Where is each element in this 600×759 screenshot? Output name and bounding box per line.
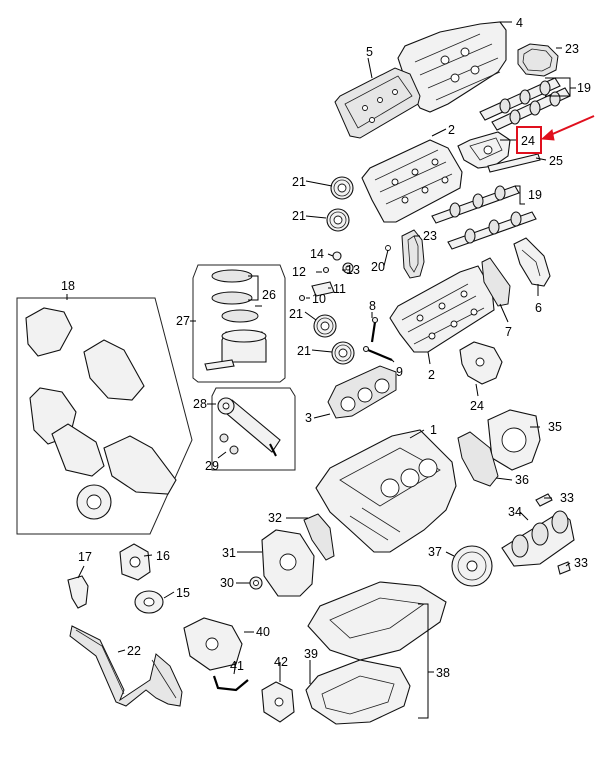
head-gasket-left (327, 365, 397, 419)
callout-15: 15 (176, 586, 190, 600)
callout-21: 21 (292, 175, 306, 189)
valve-cover-gasket-left (334, 67, 421, 139)
callout-41: 41 (230, 659, 244, 673)
leader-lines (66, 21, 576, 719)
oil-pan (305, 581, 447, 725)
callout-18: 18 (61, 279, 75, 293)
callout-34: 34 (508, 505, 522, 519)
callout-17: 17 (78, 550, 92, 564)
callout-11: 11 (333, 282, 346, 296)
callout-37: 37 (428, 545, 442, 559)
oil-filter-housing (261, 681, 295, 723)
callout-9: 9 (396, 365, 403, 379)
callout-22: 22 (127, 644, 141, 658)
head-bolts (362, 316, 393, 362)
camshaft-sprocket-lower (313, 314, 355, 365)
callout-4: 4 (516, 16, 523, 30)
valve-cover-right (397, 21, 507, 113)
callout-21: 21 (297, 344, 311, 358)
callout-16: 16 (156, 549, 170, 563)
connecting-rod-box (211, 387, 296, 471)
crankshaft (501, 493, 575, 575)
callout-40: 40 (256, 625, 270, 639)
callout-28: 28 (193, 397, 207, 411)
chain-tensioner-right (513, 237, 551, 287)
callout-42: 42 (274, 655, 288, 669)
callout-38: 38 (436, 666, 450, 680)
callout-27: 27 (176, 314, 190, 328)
callout-29: 29 (205, 459, 219, 473)
callout-32: 32 (268, 511, 282, 525)
timing-cover-box (16, 297, 193, 535)
callout-5: 5 (366, 45, 373, 59)
callout-24-highlighted: 24 (521, 134, 535, 148)
camshaft-upper-pair (479, 77, 571, 131)
callout-7: 7 (505, 325, 512, 339)
piston-kit-box (192, 264, 286, 383)
callout-33: 33 (574, 556, 588, 570)
callout-1: 1 (430, 423, 437, 437)
callout-labels: 1 2 2 3 4 5 6 7 8 9 10 11 12 13 14 15 16… (61, 16, 591, 680)
callout-23: 23 (423, 229, 437, 243)
callout-19: 19 (577, 81, 591, 95)
highlight-arrowhead (540, 129, 555, 141)
callout-36: 36 (515, 473, 529, 487)
camshaft-lower-pair (431, 185, 537, 250)
callout-14: 14 (310, 247, 324, 261)
callout-19: 19 (528, 188, 542, 202)
callout-10: 10 (312, 292, 326, 306)
harmonic-balancer (451, 545, 493, 587)
camshaft-adjuster-lower (459, 341, 503, 385)
callout-33: 33 (560, 491, 574, 505)
serpentine-belt (69, 625, 183, 707)
camshaft-sprocket-upper (326, 176, 354, 232)
callout-26: 26 (262, 288, 276, 302)
camshaft-adjuster (457, 131, 511, 169)
engine-block (315, 429, 457, 553)
valve-cover-gasket-right (517, 43, 559, 77)
callout-2: 2 (428, 368, 435, 382)
timing-chain-guide (487, 153, 541, 173)
head-gasket-right (481, 257, 511, 307)
callout-6: 6 (535, 301, 542, 315)
callout-13: 13 (346, 263, 360, 277)
callout-24: 24 (470, 399, 484, 413)
callout-31: 31 (222, 546, 236, 560)
belt-tensioner-assembly (67, 543, 164, 614)
callout-12: 12 (292, 265, 306, 279)
cylinder-head-right (389, 265, 495, 353)
callout-2: 2 (448, 123, 455, 137)
highlight-box (516, 126, 542, 154)
water-pump (183, 617, 249, 692)
callout-30: 30 (220, 576, 234, 590)
cam-seal-gasket (385, 229, 425, 279)
rear-main-seal-housing (457, 409, 541, 487)
callout-8: 8 (369, 299, 376, 313)
callout-20: 20 (371, 260, 385, 274)
callout-23: 23 (565, 42, 579, 56)
callout-39: 39 (304, 647, 318, 661)
oil-pump (249, 513, 335, 597)
highlight-marker (516, 115, 595, 154)
callout-21: 21 (292, 209, 306, 223)
cylinder-head-left (361, 139, 463, 223)
callout-25: 25 (549, 154, 563, 168)
callout-21: 21 (289, 307, 303, 321)
callout-3: 3 (305, 411, 312, 425)
callout-35: 35 (548, 420, 562, 434)
